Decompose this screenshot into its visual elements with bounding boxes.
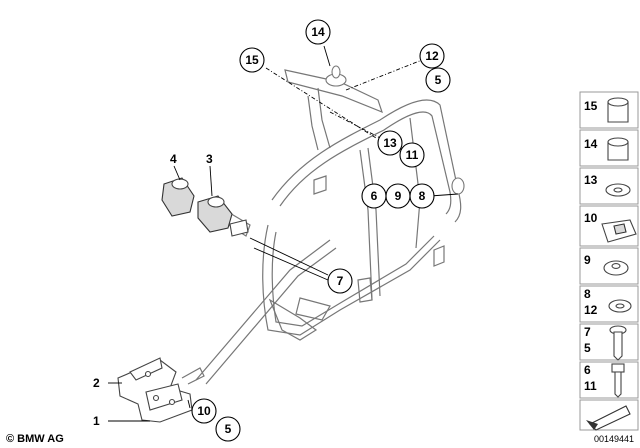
svg-text:7: 7 — [337, 274, 344, 288]
svg-text:12: 12 — [584, 303, 598, 317]
svg-text:11: 11 — [406, 148, 419, 162]
svg-text:10: 10 — [584, 211, 598, 225]
svg-text:9: 9 — [584, 253, 591, 267]
rubber-mounts — [161, 177, 249, 237]
svg-text:5: 5 — [225, 422, 232, 436]
svg-text:6: 6 — [584, 363, 591, 377]
panel-row-6-11: 6 11 — [579, 361, 639, 399]
svg-text:6: 6 — [371, 189, 378, 203]
panel-row-13: 13 — [579, 167, 639, 205]
callout-6: 6 — [361, 183, 387, 209]
callout-10: 10 — [191, 398, 217, 424]
panel-row-8-12: 8 12 — [579, 285, 639, 323]
callout-12: 12 — [419, 43, 445, 69]
callout-9: 9 — [385, 183, 411, 209]
svg-text:10: 10 — [197, 404, 211, 418]
svg-text:11: 11 — [584, 379, 597, 393]
foot-bracket — [117, 357, 205, 423]
panel-row-10: 10 — [579, 205, 639, 247]
callout-14: 14 — [305, 19, 331, 45]
panel-row-14: 14 — [579, 129, 639, 167]
callout-8: 8 — [409, 183, 435, 209]
svg-text:13: 13 — [383, 136, 397, 150]
label-4: 4 — [170, 152, 177, 166]
svg-text:7: 7 — [584, 325, 591, 339]
callout-5-bottom: 5 — [215, 416, 241, 442]
svg-text:15: 15 — [584, 99, 598, 113]
callout-15: 15 — [239, 47, 265, 73]
svg-text:5: 5 — [435, 73, 442, 87]
label-1: 1 — [93, 414, 100, 428]
label-3: 3 — [206, 152, 213, 166]
panel-row-9: 9 — [579, 247, 639, 285]
leader-lines — [108, 45, 459, 422]
svg-text:5: 5 — [584, 341, 591, 355]
svg-text:15: 15 — [245, 53, 259, 67]
callout-5-top: 5 — [425, 67, 451, 93]
svg-text:8: 8 — [584, 287, 591, 301]
callout-13: 13 — [377, 130, 403, 156]
panel-row-15: 15 — [579, 91, 639, 129]
svg-text:14: 14 — [311, 25, 325, 39]
small-parts-panel: 15 14 13 10 9 — [579, 91, 639, 431]
label-2: 2 — [93, 376, 100, 390]
svg-text:13: 13 — [584, 173, 598, 187]
panel-row-7-5: 7 5 — [579, 323, 639, 361]
callout-7: 7 — [327, 268, 353, 294]
copyright-label: © BMW AG — [6, 433, 64, 445]
svg-text:8: 8 — [419, 189, 426, 203]
svg-text:12: 12 — [425, 49, 439, 63]
svg-text:9: 9 — [395, 189, 402, 203]
crash-bar-frame — [195, 65, 465, 385]
diagram-code: 00149441 — [593, 434, 634, 444]
direction-arrow-icon — [579, 399, 639, 431]
svg-text:14: 14 — [584, 137, 598, 151]
callout-11: 11 — [399, 142, 425, 168]
